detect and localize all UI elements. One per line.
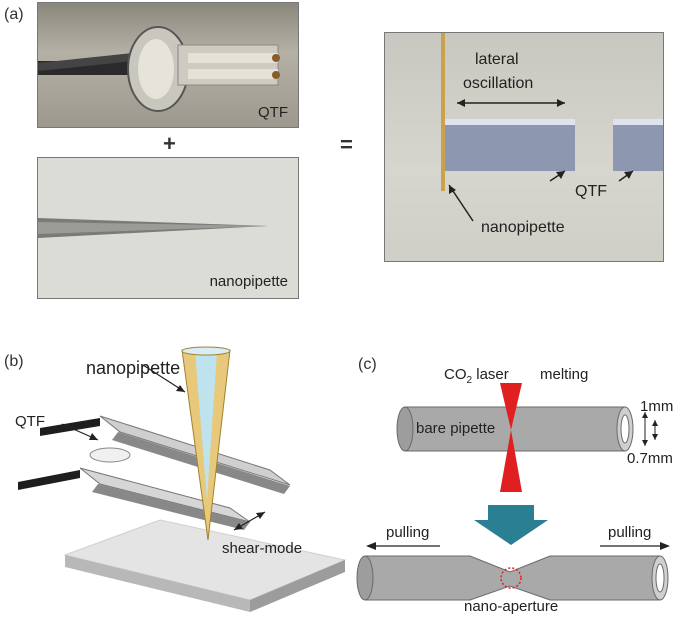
oscillation-label: oscillation	[463, 75, 534, 92]
melting-label: melting	[540, 366, 589, 383]
laser-prefix: CO	[444, 366, 467, 383]
qtf-photo-label: QTF	[258, 104, 288, 121]
nano-aperture-label: nano-aperture	[464, 598, 559, 615]
laser-subscript: 2	[466, 375, 473, 386]
plus-sign: +	[163, 131, 176, 156]
panel-c-label: (c)	[358, 356, 377, 373]
laser-suffix: laser	[472, 366, 509, 383]
pulling-right-label: pulling	[608, 524, 652, 541]
result-qtf-label: QTF	[575, 183, 607, 200]
pulling-left-label: pulling	[386, 524, 430, 541]
b-nanopipette-label: nanopipette	[86, 358, 181, 378]
panel-a-label: (a)	[4, 6, 24, 23]
b-qtf-label: QTF	[15, 413, 45, 430]
nanopipette-photo-drawing	[38, 218, 268, 238]
panel-b-label: (b)	[4, 353, 24, 370]
qtf-photo: QTF	[37, 2, 299, 128]
outer-diameter-label: 1mm	[640, 398, 674, 415]
result-photo-drawing	[441, 33, 663, 222]
laser-label: CO2 laser	[444, 366, 509, 386]
result-photo: lateral oscillation QTF nanopipette	[384, 32, 664, 262]
qtf-photo-drawing	[38, 26, 280, 112]
result-nanopipette-label: nanopipette	[481, 219, 565, 236]
nanopipette-photo: nanopipette	[37, 157, 299, 299]
bare-pipette-label: bare pipette	[416, 420, 496, 437]
equals-sign: =	[340, 132, 353, 157]
inner-diameter-label: 0.7mm	[627, 450, 673, 467]
lateral-label: lateral	[475, 51, 519, 68]
nanopipette-photo-label: nanopipette	[209, 273, 288, 290]
b-shear-mode-label: shear-mode	[222, 540, 303, 557]
